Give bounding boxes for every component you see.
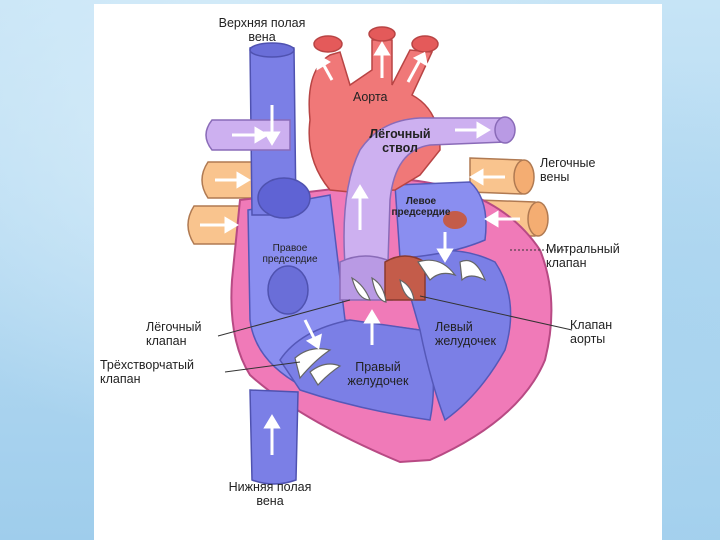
label-left-atrium: Левое предсердие: [391, 196, 451, 218]
left-atrial-appendage: [443, 211, 467, 229]
label-pulmonary-veins: Легочные вены: [540, 156, 596, 184]
label-inferior-vena-cava: Нижняя полая вена: [228, 480, 312, 508]
label-aorta: Аорта: [353, 90, 388, 104]
inferior-vena-cava: [249, 389, 299, 485]
sinus-opening: [257, 177, 311, 219]
right-atrium-node: [267, 265, 309, 315]
label-right-ventricle: Правый желудочек: [347, 360, 409, 388]
left-ventricle-chamber: [399, 249, 512, 422]
label-superior-vena-cava: Верхняя полая вена: [218, 16, 306, 44]
label-mitral-valve: Митральный клапан: [546, 242, 620, 270]
label-tricuspid-valve: Трёхстворчатый клапан: [100, 358, 194, 386]
aortic-valve-base: [384, 255, 426, 301]
label-pulmonary-valve: Лёгочный клапан: [146, 320, 202, 348]
flow-arrows: [200, 41, 520, 455]
left-atrium-chamber: [394, 181, 487, 259]
label-left-ventricle: Левый желудочек: [435, 320, 496, 348]
label-aortic-valve: Клапан аорты: [570, 318, 613, 346]
valve-leaflets: [294, 259, 487, 386]
label-right-atrium: Правое предсердие: [262, 243, 318, 265]
leader-lines: [217, 249, 573, 373]
label-pulmonary-trunk: Лёгочный ствол: [369, 127, 431, 155]
pulmonary-trunk: [343, 117, 506, 266]
